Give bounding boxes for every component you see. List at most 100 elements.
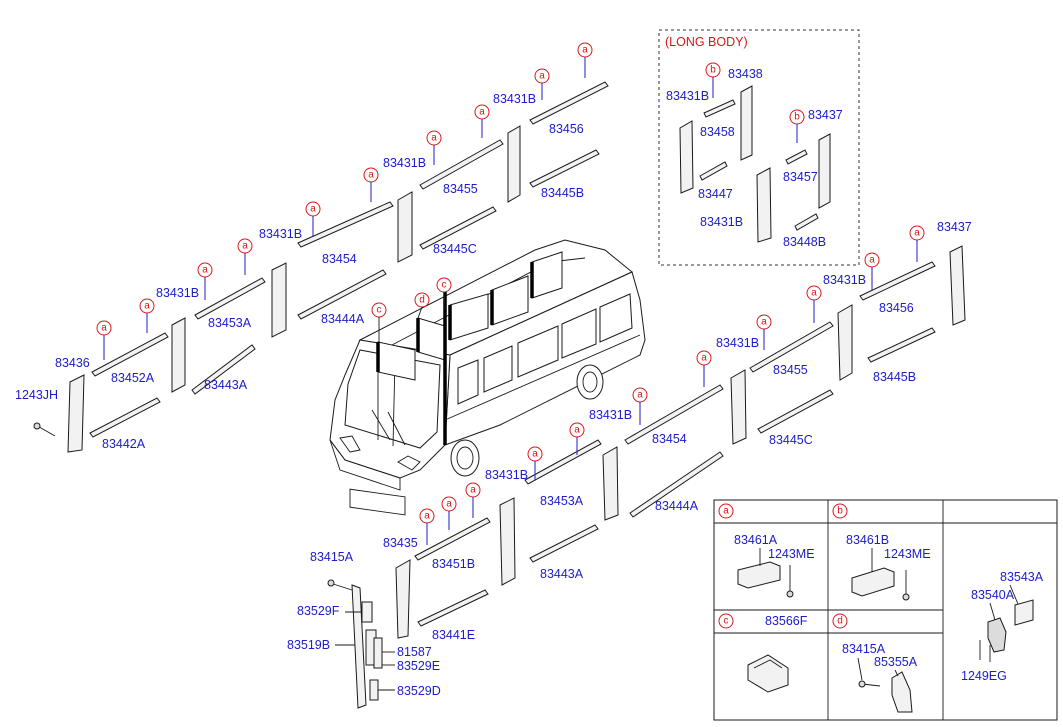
label-83444A: 83444A: [321, 312, 365, 326]
svg-text:83453A: 83453A: [540, 494, 584, 508]
legend-cell-e: 83543A 83540A 1249EG: [961, 570, 1044, 683]
svg-text:b: b: [837, 506, 843, 517]
svg-text:b: b: [710, 65, 716, 76]
right-side-callouts: a a a a a a a a a a a: [419, 225, 925, 545]
svg-text:83529D: 83529D: [397, 684, 441, 698]
label-83431B: 83431B: [259, 227, 302, 241]
label-83431B: 83431B: [493, 92, 536, 106]
svg-text:83431B: 83431B: [485, 468, 528, 482]
long-body-title: (LONG BODY): [665, 35, 748, 49]
svg-text:a: a: [101, 323, 107, 334]
svg-text:83444A: 83444A: [655, 499, 699, 513]
svg-text:83437: 83437: [937, 220, 972, 234]
upper-left-moldings: [33, 81, 609, 453]
svg-text:81587: 81587: [397, 645, 432, 659]
svg-text:a: a: [701, 353, 707, 364]
svg-text:a: a: [761, 317, 767, 328]
svg-text:83456: 83456: [879, 301, 914, 315]
svg-text:a: a: [539, 71, 545, 82]
svg-text:b: b: [794, 112, 800, 123]
svg-text:83543A: 83543A: [1000, 570, 1044, 584]
legend-cell-c: c 83566F: [718, 613, 808, 693]
svg-text:a: a: [446, 499, 452, 510]
svg-text:83529E: 83529E: [397, 659, 440, 673]
svg-text:83445C: 83445C: [769, 433, 813, 447]
label-1243JH: 1243JH: [15, 388, 58, 402]
label-83453A: 83453A: [208, 316, 252, 330]
svg-text:83431B: 83431B: [823, 273, 866, 287]
svg-text:a: a: [310, 204, 316, 215]
svg-text:d: d: [837, 616, 843, 627]
right-side-labels: 83437 83431B 83456 83445B 83431B 83455 8…: [383, 220, 972, 642]
bus-callouts: c d c: [371, 277, 452, 342]
svg-text:1243ME: 1243ME: [768, 547, 815, 561]
svg-text:83457: 83457: [783, 170, 818, 184]
right-side-moldings: [395, 245, 966, 639]
svg-text:83438: 83438: [728, 67, 763, 81]
svg-text:85355A: 85355A: [874, 655, 918, 669]
svg-text:a: a: [869, 255, 875, 266]
svg-text:83458: 83458: [700, 125, 735, 139]
svg-text:83437: 83437: [808, 108, 843, 122]
svg-text:83431B: 83431B: [666, 89, 709, 103]
svg-text:83461B: 83461B: [846, 533, 889, 547]
svg-text:83461A: 83461A: [734, 533, 778, 547]
label-83431B: 83431B: [383, 156, 426, 170]
svg-text:83447: 83447: [698, 187, 733, 201]
label-83454: 83454: [322, 252, 357, 266]
svg-text:83448B: 83448B: [783, 235, 826, 249]
svg-text:83415A: 83415A: [310, 550, 354, 564]
svg-text:a: a: [914, 228, 920, 239]
label-83445C: 83445C: [433, 242, 477, 256]
label-83445B: 83445B: [541, 186, 584, 200]
svg-text:a: a: [431, 133, 437, 144]
svg-text:d: d: [419, 295, 425, 306]
label-83442A: 83442A: [102, 437, 146, 451]
legend-table: a 83461A 1243ME b 83461B 1243ME c 83566F: [713, 499, 1058, 721]
svg-text:83454: 83454: [652, 432, 687, 446]
upper-left-labels: 83431B 83456 83445B 83431B 83455 83445C …: [15, 92, 584, 451]
svg-text:a: a: [532, 449, 538, 460]
svg-text:83431B: 83431B: [589, 408, 632, 422]
svg-text:1243ME: 1243ME: [884, 547, 931, 561]
label-83443A: 83443A: [204, 378, 248, 392]
long-body-panel: (LONG BODY) b b 83431B 83438 83458 83437…: [658, 29, 860, 266]
svg-text:a: a: [470, 485, 476, 496]
svg-text:83431B: 83431B: [716, 336, 759, 350]
svg-text:83431B: 83431B: [700, 215, 743, 229]
legend-cell-a: a 83461A 1243ME: [718, 503, 815, 598]
front-pillar-assembly: 83415A 83529F 83519B 81587 83529E 83529D: [287, 550, 441, 709]
svg-text:a: a: [424, 511, 430, 522]
svg-text:83566F: 83566F: [765, 614, 808, 628]
svg-text:a: a: [479, 107, 485, 118]
svg-text:a: a: [723, 506, 729, 517]
upper-left-callouts: a a a a a a a a a a: [96, 42, 593, 360]
svg-text:83435: 83435: [383, 536, 418, 550]
svg-text:a: a: [811, 288, 817, 299]
svg-text:83415A: 83415A: [842, 642, 886, 656]
svg-text:83540A: 83540A: [971, 588, 1015, 602]
svg-text:a: a: [242, 241, 248, 252]
svg-text:83445B: 83445B: [873, 370, 916, 384]
label-83452A: 83452A: [111, 371, 155, 385]
svg-text:a: a: [368, 170, 374, 181]
svg-text:83441E: 83441E: [432, 628, 475, 642]
svg-text:c: c: [377, 305, 382, 316]
label-83436: 83436: [55, 356, 90, 370]
svg-text:83455: 83455: [773, 363, 808, 377]
label-83456: 83456: [549, 122, 584, 136]
svg-text:83443A: 83443A: [540, 567, 584, 581]
svg-text:c: c: [442, 280, 447, 291]
svg-text:c: c: [724, 616, 729, 627]
svg-text:a: a: [202, 265, 208, 276]
svg-text:1249EG: 1249EG: [961, 669, 1007, 683]
bus-illustration: [329, 239, 646, 516]
svg-text:83451B: 83451B: [432, 557, 475, 571]
svg-text:83529F: 83529F: [297, 604, 340, 618]
svg-text:a: a: [582, 45, 588, 56]
label-83431B: 83431B: [156, 286, 199, 300]
svg-text:a: a: [144, 301, 150, 312]
svg-text:a: a: [574, 425, 580, 436]
svg-text:a: a: [637, 390, 643, 401]
